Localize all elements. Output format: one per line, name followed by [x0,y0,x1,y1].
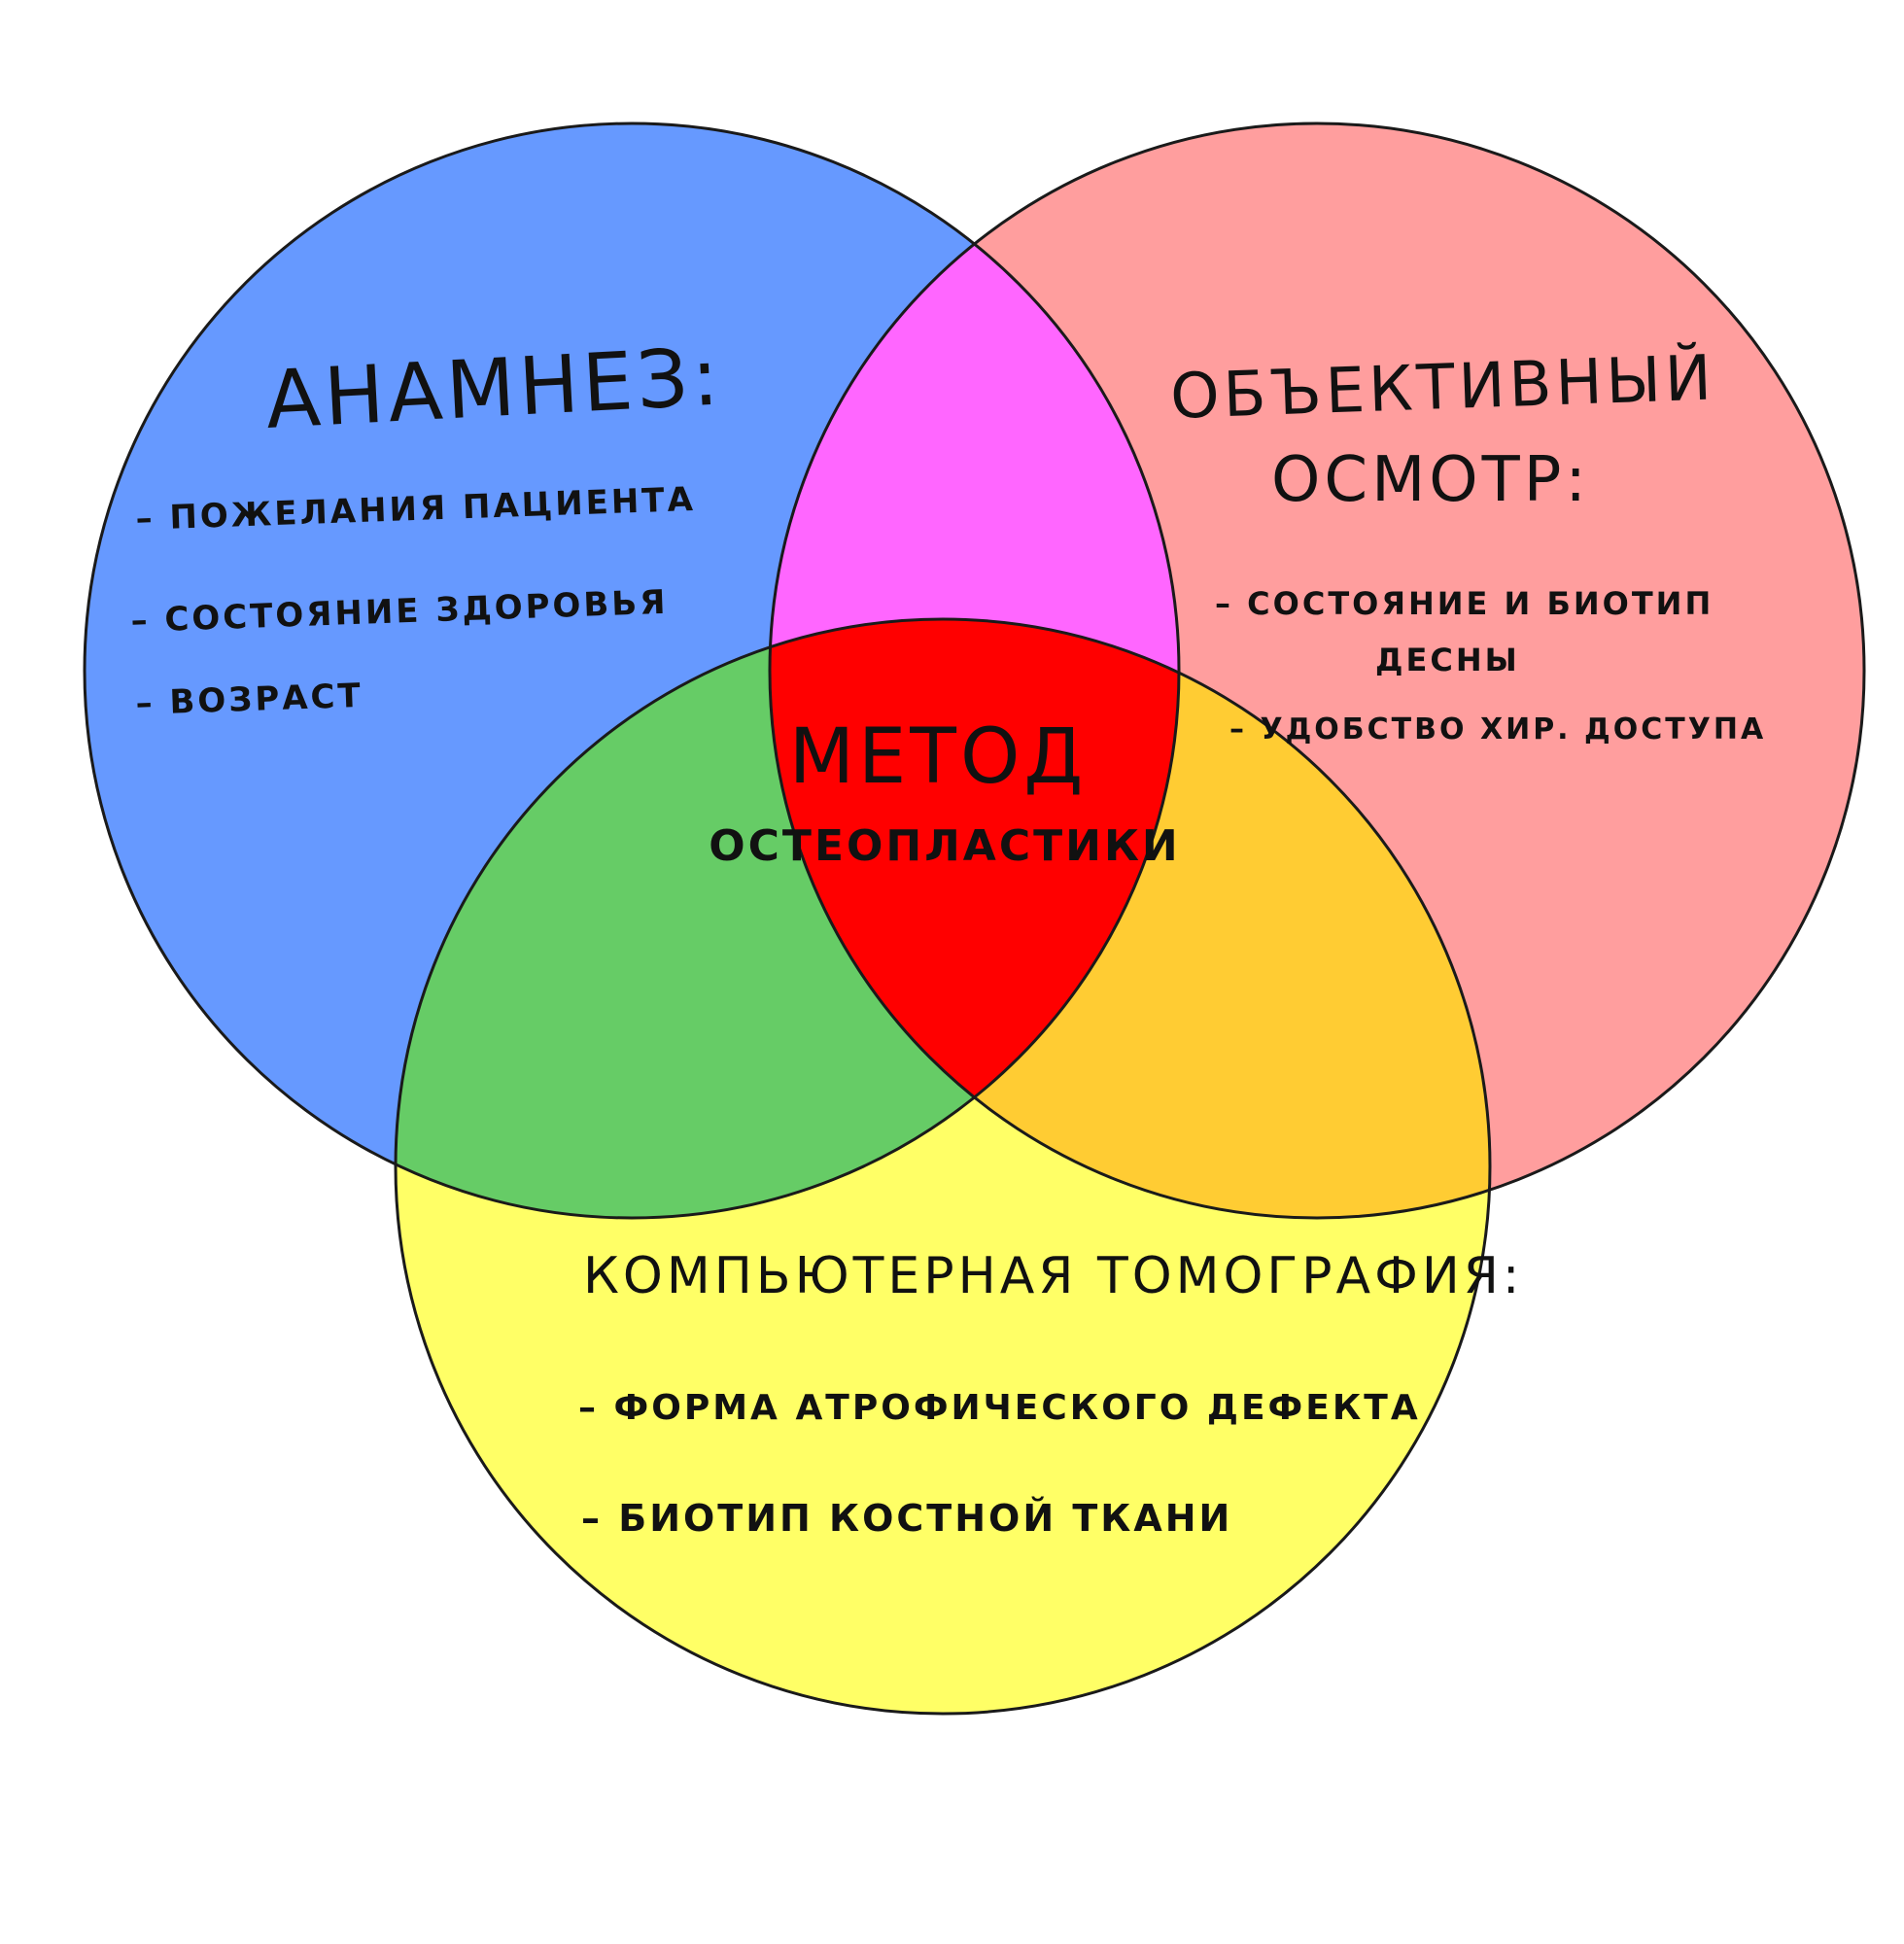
exam-circle-outline [768,122,1866,1220]
anamnesis-item-age: – ВОЗРАСТ [135,677,363,723]
ct-circle-outline [394,617,1492,1716]
anamnesis-circle-outline [83,122,1181,1220]
ct-item-defect-shape: – ФОРМА АТРОФИЧЕСКОГО ДЕФЕКТА [578,1388,1421,1428]
ct-title: КОМПЬЮТЕРНАЯ ТОМОГРАФИЯ: [583,1247,1523,1305]
exam-title-line2: ОСМОТР: [1271,444,1590,516]
ct-item-bone-biotype: – БИОТИП КОСТНОЙ ТКАНИ [581,1497,1232,1540]
exam-item-gum-label: ДЕСНЫ [1375,642,1520,678]
center-subtitle: ОСТЕОПЛАСТИКИ [709,821,1181,871]
exam-item-surgical-access: – УДОБСТВО ХИР. ДОСТУПА [1229,712,1766,746]
exam-item-gum-state: – СОСТОЯНИЕ И БИОТИП [1215,585,1714,622]
center-title: МЕТОД [789,713,1088,801]
